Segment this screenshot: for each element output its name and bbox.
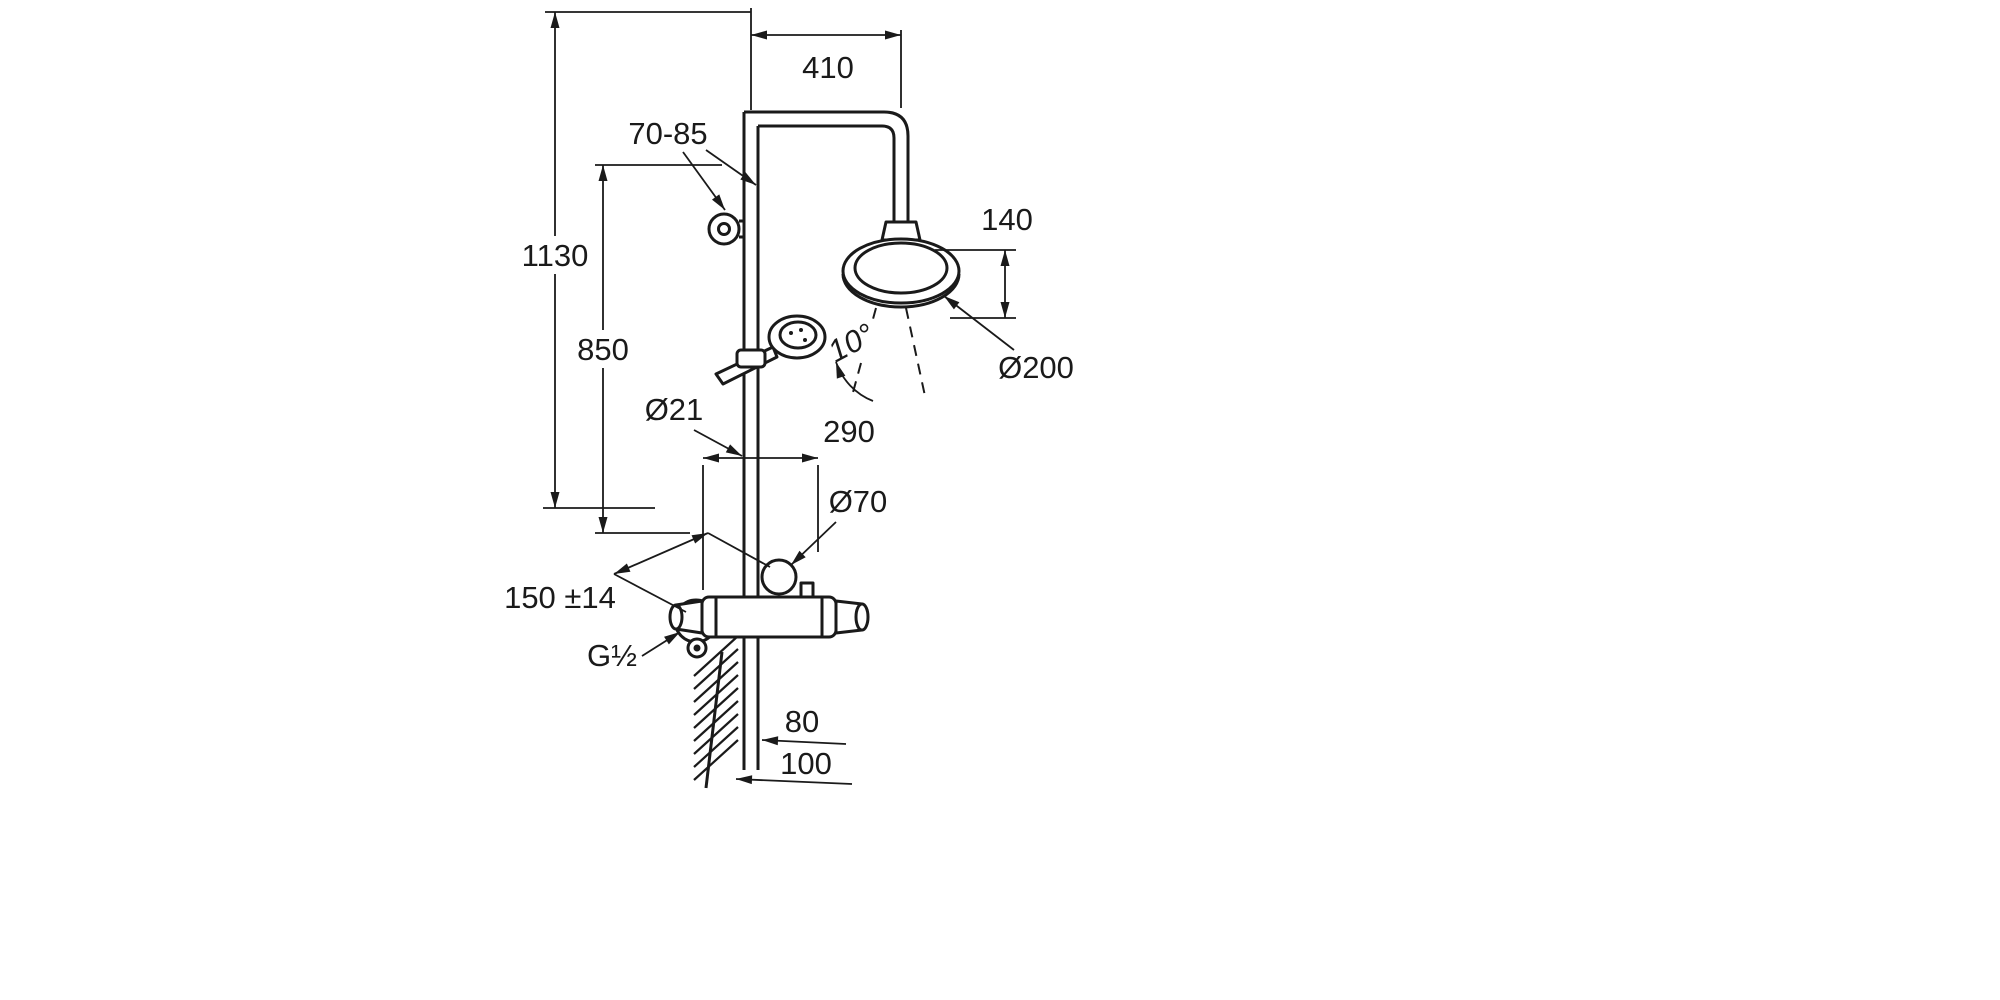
- supply-pipe: [742, 637, 760, 770]
- dim-label-1130: 1130: [522, 238, 589, 273]
- dim-850: 850: [564, 164, 722, 534]
- shower-head-connector: [880, 220, 922, 242]
- hand-shower-holder: [735, 348, 767, 369]
- shower-arm-outer-line: [744, 110, 910, 222]
- label-diameter-200: Ø200: [943, 295, 1074, 385]
- hatch-line: [693, 700, 739, 742]
- hatch-line: [693, 635, 739, 677]
- shower-head-inner-rim: [853, 241, 949, 295]
- label-g-half: G½: [587, 631, 681, 673]
- hatch-line: [693, 739, 739, 781]
- dim-label-70-85: 70-85: [628, 116, 707, 151]
- diameter-200-leader: [943, 295, 1015, 351]
- dim-150-extension-right: [707, 532, 771, 568]
- hatch-line: [693, 661, 739, 703]
- hand-shower-nozzle: [803, 338, 807, 342]
- dim-label-d200: Ø200: [998, 350, 1074, 385]
- right-handle-cap: [854, 602, 870, 632]
- dim-label-g12: G½: [587, 638, 637, 673]
- dim-label-d21: Ø21: [645, 392, 704, 427]
- label-diameter-21: Ø21: [645, 392, 743, 457]
- diameter-21-leader: [693, 429, 743, 457]
- dim-850-label-mask: [564, 330, 642, 368]
- upper-escutcheon: [760, 558, 798, 596]
- g-half-union-center: [693, 644, 701, 652]
- g-half-leader: [641, 631, 681, 657]
- dim-label-10deg: 10°: [822, 316, 880, 369]
- dim-label-290: 290: [823, 414, 875, 449]
- dim-150: 150 ±14: [504, 532, 771, 615]
- shower-arm-inner-line: [758, 124, 896, 222]
- hatch-line: [693, 648, 739, 690]
- spray-angle-arrow: [835, 361, 874, 402]
- thermostatic-mixer: [668, 558, 870, 659]
- wall-hatching: [693, 635, 739, 789]
- dim-label-100: 100: [780, 746, 832, 781]
- wall-edge-line: [704, 651, 724, 789]
- dim-150-line: [613, 532, 709, 575]
- dim-100-leader: [735, 775, 853, 785]
- hand-shower-nozzle: [789, 331, 793, 335]
- label-spray-angle: 10°: [822, 316, 884, 369]
- shower-arm: [744, 110, 910, 222]
- dim-label-150: 150 ±14: [504, 580, 616, 615]
- dim-410: 410: [750, 8, 902, 110]
- dim-label-140: 140: [981, 202, 1033, 237]
- dim-70-85: 70-85: [628, 116, 757, 211]
- spray-line-right: [905, 307, 926, 397]
- spray-angle-label-mask: [830, 326, 884, 358]
- hand-shower-nozzle: [799, 328, 803, 332]
- hand-shower-face: [778, 320, 818, 350]
- dim-70-85-leader-pipe: [705, 149, 757, 186]
- overhead-shower-head: [841, 220, 961, 309]
- dim-label-410: 410: [802, 50, 854, 85]
- valve-body: [700, 595, 838, 639]
- wall-bracket: [707, 212, 745, 246]
- diameter-70-leader: [790, 521, 837, 566]
- dim-150-extension-left: [613, 573, 687, 613]
- bracket-knob: [707, 212, 741, 246]
- dim-label-d70: Ø70: [829, 484, 888, 519]
- label-diameter-70: Ø70: [790, 484, 888, 566]
- dim-1130: 1130: [512, 11, 751, 509]
- left-handle-cap: [668, 603, 684, 631]
- dim-140: 140: [935, 202, 1033, 319]
- hatch-line: [693, 713, 739, 755]
- hatch-line: [693, 726, 739, 768]
- dim-100: 100: [735, 746, 853, 785]
- dim-1130-label-mask: [512, 236, 598, 274]
- dim-label-80: 80: [785, 704, 819, 739]
- hand-shower: [714, 314, 827, 386]
- dim-70-85-leader-bracket: [682, 151, 726, 211]
- dim-80-leader: [761, 736, 847, 746]
- dim-label-850: 850: [577, 332, 629, 367]
- bracket-knob-center: [717, 222, 731, 236]
- shower-head-bottom-rim: [841, 273, 961, 309]
- dim-80: 80: [761, 704, 847, 746]
